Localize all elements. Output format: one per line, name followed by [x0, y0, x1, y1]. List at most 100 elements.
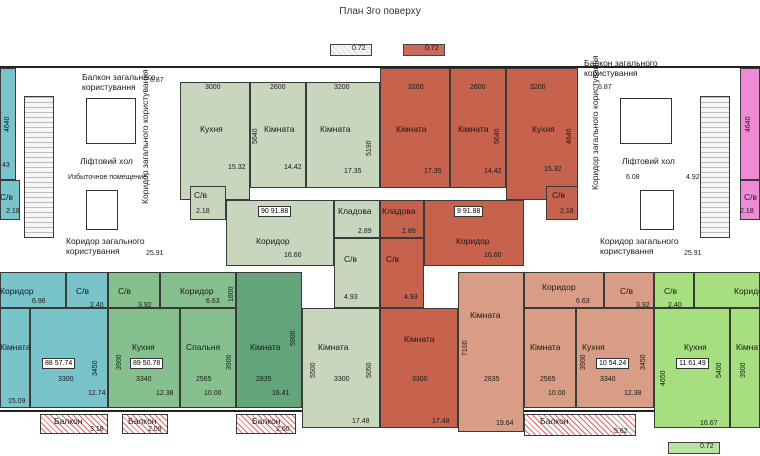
apt11-bath-label: С/в	[664, 286, 678, 296]
apt9-kitchen-area: 15.32	[544, 166, 562, 173]
apt90-room1-dim: 2600	[270, 84, 286, 91]
apt11-dim-5400: 5400	[716, 362, 723, 378]
apt9-room2	[450, 68, 506, 188]
apt9-room1-label: Кімната	[396, 124, 427, 134]
apt9-storage-label: Кладова	[382, 206, 416, 216]
apt90-kitchen-label: Кухня	[200, 124, 223, 134]
apt11-dim-3900: 3900	[740, 362, 747, 378]
apt90-room3-area: 16.41	[272, 390, 290, 397]
apt11-bath	[654, 272, 694, 308]
apt9-kitchen-dim: 3200	[530, 84, 546, 91]
apt9-corridor-label: Коридор	[456, 236, 490, 246]
apt90-tag: 90 91.88	[258, 206, 292, 217]
apt90-room1-area: 14.42	[284, 164, 302, 171]
apt9-room4	[458, 272, 524, 432]
apt9-dim-3300: 3300	[412, 376, 428, 383]
stairwell-right	[700, 96, 730, 238]
apt11-area: 61.49	[688, 360, 706, 367]
corridor-common-left: Коридор загального користування	[66, 236, 145, 256]
apt90-area: 91.88	[270, 208, 289, 215]
apt9-storage	[380, 200, 424, 238]
apt89-corridor	[160, 272, 236, 308]
apt89-corridor-area: 6.63	[206, 298, 220, 305]
apt11-no: 11	[679, 360, 687, 367]
apt10-dim-3450: 3450	[640, 354, 647, 370]
apt10-corridor-label: Коридор	[542, 282, 576, 292]
apt11-kitchen-area: 16.67	[700, 420, 718, 427]
lift-hall-right-area2: 4.92	[686, 174, 700, 181]
apt88-bath-label: С/в	[76, 286, 90, 296]
bottom-mark-label: 0.72	[700, 443, 714, 450]
apt9-bath2-label: С/в	[552, 190, 566, 200]
apt88-area: 57.74	[54, 360, 73, 367]
corridor-common-right-area: 25.91	[684, 250, 702, 257]
apt90-kitchen-dim: 3000	[205, 84, 221, 91]
apt90-room2	[306, 82, 380, 188]
apt89-dim-2565: 2565	[196, 376, 212, 383]
apt89-bath-area: 3.92	[138, 302, 152, 309]
apt90-dim-2835: 2835	[256, 376, 272, 383]
apt10-kitchen-label: Кухня	[582, 342, 605, 352]
apt9-dim-7100: 7100	[462, 340, 469, 356]
apt89-bath	[108, 272, 160, 308]
apt9-bath1	[380, 238, 424, 308]
apt89-kitchen-label: Кухня	[132, 342, 155, 352]
apt90-storage	[334, 200, 380, 238]
apt11-room	[730, 308, 760, 428]
balcony-common-left-area: 6.87	[150, 77, 164, 84]
balcony-apt89-area: 2.09	[148, 426, 162, 433]
apt90-dim-5640: 5640	[252, 128, 259, 144]
apt9-storage-area: 2.89	[402, 228, 416, 235]
apt10-dim-3340: 3340	[600, 376, 616, 383]
balcony-apt10-label: Балкон	[540, 416, 569, 426]
apt9-corridor-area: 16.60	[484, 252, 502, 259]
apt11-corridor	[694, 272, 760, 308]
apt89-bedroom	[180, 308, 236, 408]
lift-shaft-right-1	[620, 98, 672, 144]
apt89-dim-3900: 3900	[116, 354, 123, 370]
balcony-common-left: Балкон загального користування	[82, 72, 156, 92]
apt90-no: 90	[261, 208, 269, 215]
apt9-room1-area: 17.35	[424, 168, 442, 175]
apt11-corridor-label: Коридор	[734, 286, 760, 296]
apt9-bath2	[546, 186, 578, 220]
apt9-room3-area: 17.48	[432, 418, 450, 425]
apt10-no: 10	[599, 360, 607, 367]
floor-plan: 4640 43 С/в 2.18 Балкон загального корис…	[0, 40, 760, 456]
apt9-room3	[380, 308, 458, 428]
balcony-apt90-label: Балкон	[252, 416, 281, 426]
apt90-room2-dim: 3200	[334, 84, 350, 91]
top-mark-left	[330, 44, 372, 56]
lift-shaft-right-2	[640, 190, 674, 230]
apt11-kitchen-label: Кухня	[684, 342, 707, 352]
balcony-apt90	[236, 414, 296, 434]
apt90-bath-area: 2.18	[196, 208, 210, 215]
apt9-dim-5640: 5640	[494, 128, 501, 144]
apt9-room4-area: 19.64	[496, 420, 514, 427]
apt89-corridor-label: Коридор	[180, 286, 214, 296]
dim-4640-left: 4640	[4, 116, 11, 132]
apt90-bath2	[334, 238, 380, 308]
corridor-common-right-vert: Коридор загального користування	[590, 55, 600, 190]
apt89-tag: 89 50.78	[130, 358, 164, 369]
apt9-room3-label: Кімната	[404, 334, 435, 344]
bath-label-right: С/в	[744, 192, 758, 202]
apt90-bath	[190, 186, 226, 220]
apt9-bath1-area: 4.93	[404, 294, 418, 301]
apt90-kitchen-area: 15.32	[228, 164, 246, 171]
apt9-room4-label: Кімната	[470, 310, 501, 320]
apt90-room1-label: Кімната	[264, 124, 295, 134]
balcony-common-right-area: 6.87	[598, 84, 612, 91]
dim-4640-right: 4640	[745, 116, 752, 132]
lift-shaft-left-1	[86, 98, 136, 144]
apt9-tag: 9 91.88	[454, 206, 484, 217]
bath-label-left: С/в	[0, 192, 14, 202]
apt9-dim-2835: 2835	[484, 376, 500, 383]
balcony-apt90-area: 2.60	[276, 426, 290, 433]
apt90-dim-5050: 5050	[366, 362, 373, 378]
apt90-room3	[236, 272, 302, 408]
apt90-room2-area: 17.35	[344, 168, 362, 175]
apt10-room-label: Кімната	[530, 342, 561, 352]
apt90-dim-5900: 5900	[290, 330, 297, 346]
apt9-corridor	[424, 200, 524, 266]
